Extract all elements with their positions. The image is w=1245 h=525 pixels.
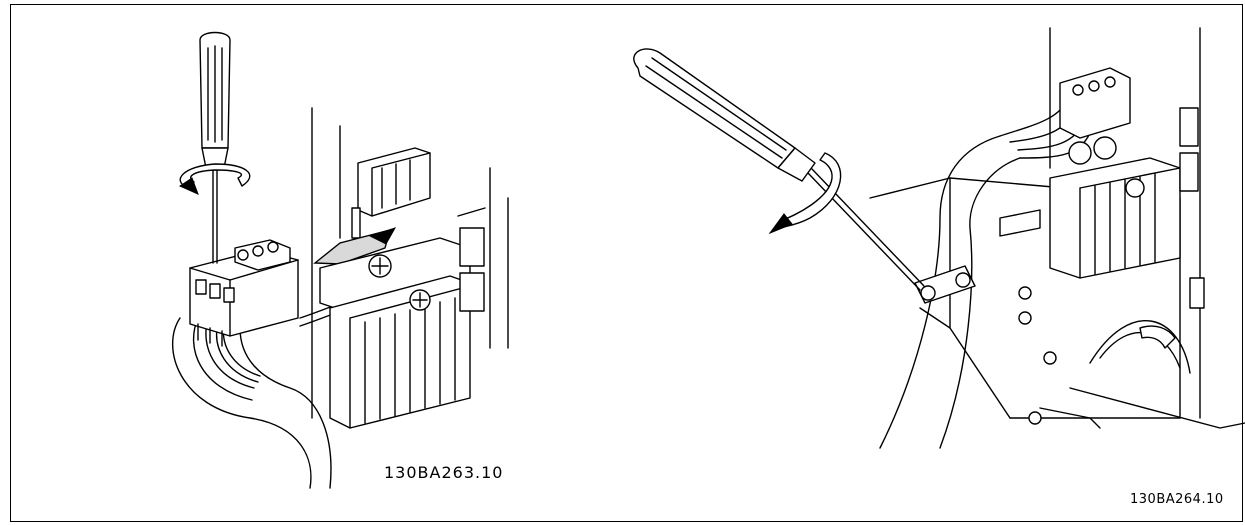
mounting-bracket [1090, 321, 1190, 373]
rotate-arrow-icon [770, 153, 841, 233]
cable-clamp-figure [620, 28, 1240, 448]
drive-terminal-block [315, 148, 470, 428]
mains-plug [190, 240, 298, 346]
terminal-block-main [1000, 137, 1180, 278]
screwdriver [200, 33, 230, 264]
connector-plug-figure [140, 18, 530, 488]
cable-clamp [915, 266, 975, 303]
drive-housing [312, 108, 508, 418]
connector-plug-drawing [140, 18, 530, 488]
relay-connectors [1180, 108, 1204, 308]
terminal-block-top [1060, 68, 1130, 138]
figure-code-right: 130BA264.10 [1130, 492, 1224, 507]
screwdriver [634, 49, 924, 290]
screw-holes [1019, 287, 1056, 424]
figure-code-left: 130BA263.10 [384, 463, 504, 482]
cable-clamp-drawing [620, 28, 1240, 448]
relay-connectors [458, 208, 485, 311]
rotate-arrow-icon [180, 164, 250, 194]
